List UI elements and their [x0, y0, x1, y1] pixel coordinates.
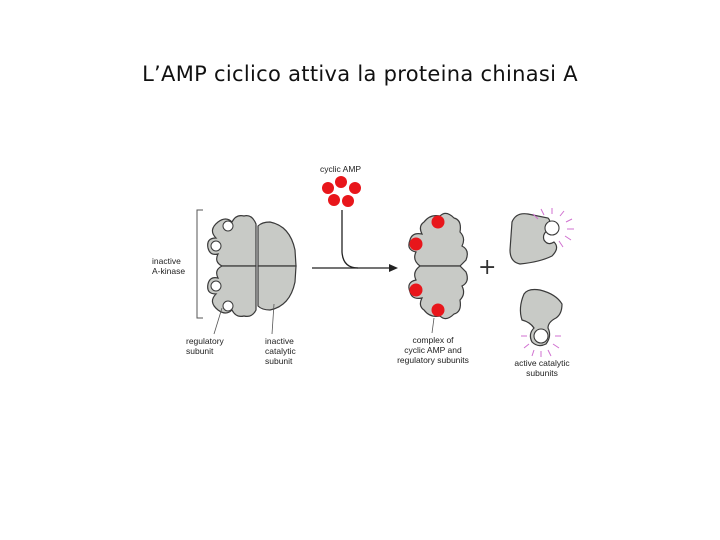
camp-dot-4 [328, 194, 340, 206]
bound-camp-3 [409, 283, 423, 297]
complex-regulatory-top [408, 212, 468, 267]
camp-site-3 [210, 280, 222, 292]
complex-pointer [431, 317, 435, 334]
reaction-arrowhead [389, 264, 398, 272]
bound-camp-4 [431, 303, 445, 317]
regulatory-pointer [213, 307, 223, 335]
active-catalytic-subunits-label: active catalytic subunits [514, 358, 570, 378]
activity-rays-bottom [521, 335, 561, 357]
active-catalytic-subunit-top [509, 213, 560, 265]
active-catalytic-subunit-bottom [519, 288, 563, 347]
regulatory-subunit-label: regulatory subunit [186, 336, 224, 356]
camp-dot-1 [322, 182, 334, 194]
camp-site-1 [210, 240, 222, 252]
reaction-arrow-curve [341, 210, 359, 269]
catalytic-subunit-top [257, 221, 297, 267]
complex-label: complex of cyclic AMP and regulatory sub… [397, 335, 469, 365]
regulatory-subunit-bottom [207, 265, 257, 317]
inactive-catalytic-subunit-label: inactive catalytic subunit [265, 336, 296, 366]
camp-dot-3 [349, 182, 361, 194]
bound-camp-2 [409, 237, 423, 251]
catalytic-subunit-bottom [257, 265, 297, 311]
regulatory-subunit-top [207, 215, 257, 267]
plus-sign: + [478, 255, 497, 280]
camp-site-4 [222, 300, 234, 312]
camp-dot-2 [335, 176, 347, 188]
inactive-kinase-bracket [196, 209, 203, 319]
camp-site-2 [222, 220, 234, 232]
complex-regulatory-bottom [408, 265, 468, 320]
catalytic-pointer [271, 303, 275, 335]
cyclic-amp-label: cyclic AMP [320, 164, 362, 174]
slide-title: L’AMP ciclico attiva la proteina chinasi… [142, 62, 578, 86]
inactive-a-kinase-label: inactive A-kinase [152, 256, 186, 276]
bound-camp-1 [431, 215, 445, 229]
camp-dot-5 [342, 195, 354, 207]
activity-rays-top [532, 208, 574, 248]
